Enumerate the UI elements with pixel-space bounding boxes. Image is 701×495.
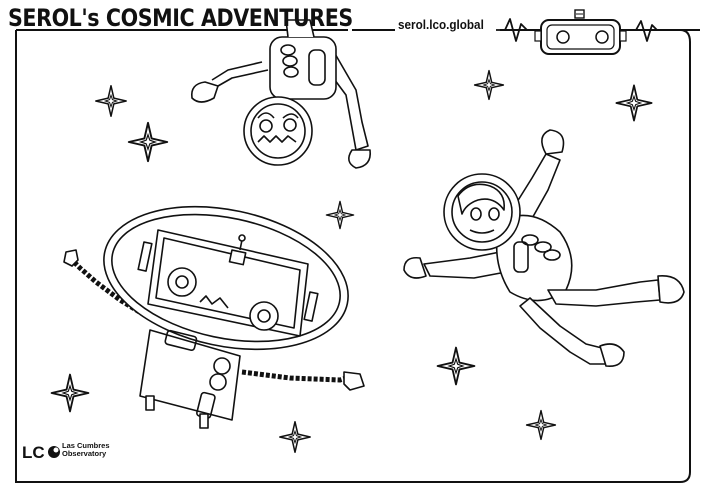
- logo-mark: LC: [22, 442, 45, 462]
- sparkle-star-icon: [95, 85, 127, 117]
- logo-circle-icon: [47, 446, 60, 458]
- heartbeat-line-icon: [496, 18, 534, 42]
- sparkle-star-icon: [279, 421, 311, 453]
- sparkle-star-icon: [325, 200, 355, 230]
- sparkle-star-icon: [127, 121, 169, 163]
- page-title: SEROL's COSMIC ADVENTURES: [8, 4, 353, 32]
- robot-face-icon: [534, 9, 627, 55]
- heartbeat-line-icon: [628, 20, 690, 42]
- sparkle-star-icon: [615, 84, 653, 122]
- logo-text: Las Cumbres Observatory: [62, 442, 110, 458]
- robot-spaceship-icon: [63, 205, 365, 429]
- astronaut-icon: [403, 129, 685, 368]
- sparkle-star-icon: [525, 409, 557, 441]
- sparkle-star-icon: [50, 373, 90, 413]
- logo-line-2: Observatory: [62, 449, 107, 458]
- sparkle-star-icon: [436, 346, 476, 386]
- sparkle-star-icon: [473, 69, 505, 101]
- logo-line-1: Las Cumbres: [62, 441, 110, 450]
- observatory-logo: LC: [22, 440, 61, 464]
- site-url[interactable]: serol.lco.global: [398, 17, 484, 32]
- astronaut-icon: [190, 19, 372, 169]
